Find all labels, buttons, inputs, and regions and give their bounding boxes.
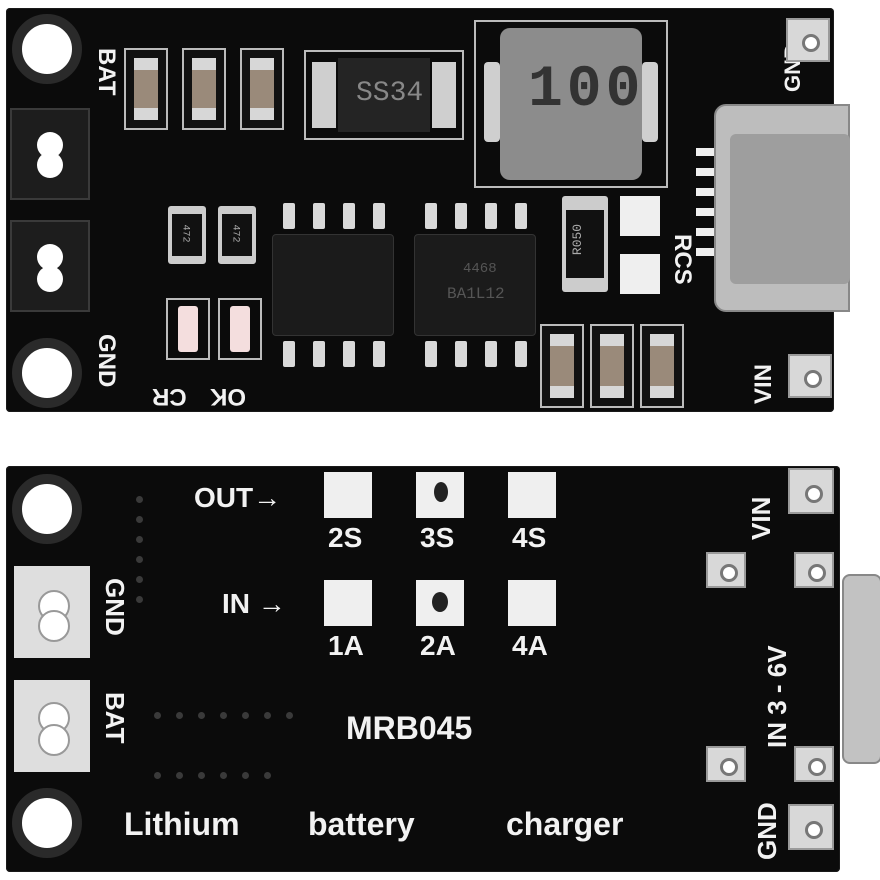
capacitor (590, 324, 634, 408)
in-solder-jumper-2a (416, 580, 464, 626)
rcs-label: RCS (669, 234, 696, 285)
in-solder-jumper-4a (508, 580, 556, 626)
usb-c-connector (714, 104, 850, 312)
capacitor (240, 48, 284, 130)
out-option-3s: 3S (420, 522, 455, 553)
mount-hole-bottom-left (12, 338, 82, 408)
gnd-pad-top (786, 18, 830, 62)
input-range-label: IN 3 - 6V (762, 645, 792, 748)
via (242, 772, 249, 779)
vin-label: VIN (750, 363, 777, 404)
usb-pad (794, 552, 834, 588)
vin-pad (788, 354, 832, 398)
via (136, 576, 143, 583)
gnd-pad (788, 804, 834, 850)
in-option-1a: 1A (328, 630, 364, 661)
via (242, 712, 249, 719)
usb-c-connector-side (842, 574, 880, 764)
resistor-472-a-marking: 472 (179, 224, 191, 243)
ic-chip-right-marking-2: BA1L12 (447, 285, 505, 303)
out-label: OUT→ (194, 482, 282, 513)
via (136, 556, 143, 563)
out-solder-jumper-3s (416, 472, 464, 518)
via (264, 772, 271, 779)
resistor-rcs: R050 (562, 196, 608, 292)
in-option-2a: 2A (420, 630, 456, 661)
via (154, 712, 161, 719)
via (176, 772, 183, 779)
in-label: IN → (222, 588, 286, 619)
via (136, 496, 143, 503)
usb-pad (706, 552, 746, 588)
gnd-pad (14, 566, 90, 658)
top-board: BAT GND SS34 100 GND 472 472 (6, 8, 850, 412)
via (286, 712, 293, 719)
bat-pad (14, 680, 90, 772)
capacitor (182, 48, 226, 130)
bat-left-label: BAT (100, 692, 130, 744)
in-solder-jumper-1a (324, 580, 372, 626)
vin-pad (788, 468, 834, 514)
mount-hole-top-left (12, 474, 82, 544)
via (220, 712, 227, 719)
via (136, 596, 143, 603)
via (136, 536, 143, 543)
via (154, 772, 161, 779)
inductor: 100 (474, 20, 668, 188)
rcs-pad (620, 196, 660, 236)
out-solder-jumper-2s (324, 472, 372, 518)
vin-label: VIN (746, 496, 776, 540)
via (264, 712, 271, 719)
ic-chip-right-marking-1: 4468 (463, 261, 497, 277)
in-option-4a: 4A (512, 630, 548, 661)
usb-pad (794, 746, 834, 782)
resistor-472-b-marking: 472 (229, 224, 241, 243)
gnd-terminal (10, 220, 90, 312)
usb-pin-row (696, 148, 714, 278)
usb-pad (706, 746, 746, 782)
inductor-marking: 100 (528, 58, 645, 123)
out-option-4s: 4S (512, 522, 547, 553)
capacitor (124, 48, 168, 130)
resistor-472-a: 472 (168, 206, 206, 264)
via (136, 516, 143, 523)
gnd-bottom-right-label: GND (752, 802, 782, 860)
capacitor (640, 324, 684, 408)
description-word-2: battery (308, 806, 415, 842)
cr-label: CR (152, 383, 187, 410)
ok-label: OK (210, 383, 246, 410)
out-solder-jumper-4s (508, 472, 556, 518)
diode-marking: SS34 (356, 78, 424, 109)
led-ok (218, 298, 262, 360)
mount-hole-top-left (12, 14, 82, 84)
capacitor (540, 324, 584, 408)
diode-ss34: SS34 (304, 50, 464, 140)
ic-chip-left (272, 203, 394, 367)
mount-hole-bottom-left (12, 788, 82, 858)
via (198, 712, 205, 719)
description-word-3: charger (506, 806, 624, 842)
ic-chip-right: 4468 BA1L12 (414, 203, 536, 367)
resistor-rcs-marking: R050 (570, 223, 586, 256)
description-word-1: Lithium (124, 806, 240, 842)
gnd-left-label: GND (100, 578, 130, 636)
out-option-2s: 2S (328, 522, 363, 553)
bottom-board: GND BAT OUT→ 2S 3S 4S IN → 1A 2A 4A MRB0… (6, 466, 880, 872)
led-cr (166, 298, 210, 360)
via (176, 712, 183, 719)
bat-terminal (10, 108, 90, 200)
gnd-left-label: GND (93, 334, 120, 388)
rcs-pad (620, 254, 660, 294)
resistor-472-b: 472 (218, 206, 256, 264)
bat-label: BAT (93, 48, 120, 96)
via (198, 772, 205, 779)
model-label: MRB045 (346, 710, 473, 746)
via (220, 772, 227, 779)
